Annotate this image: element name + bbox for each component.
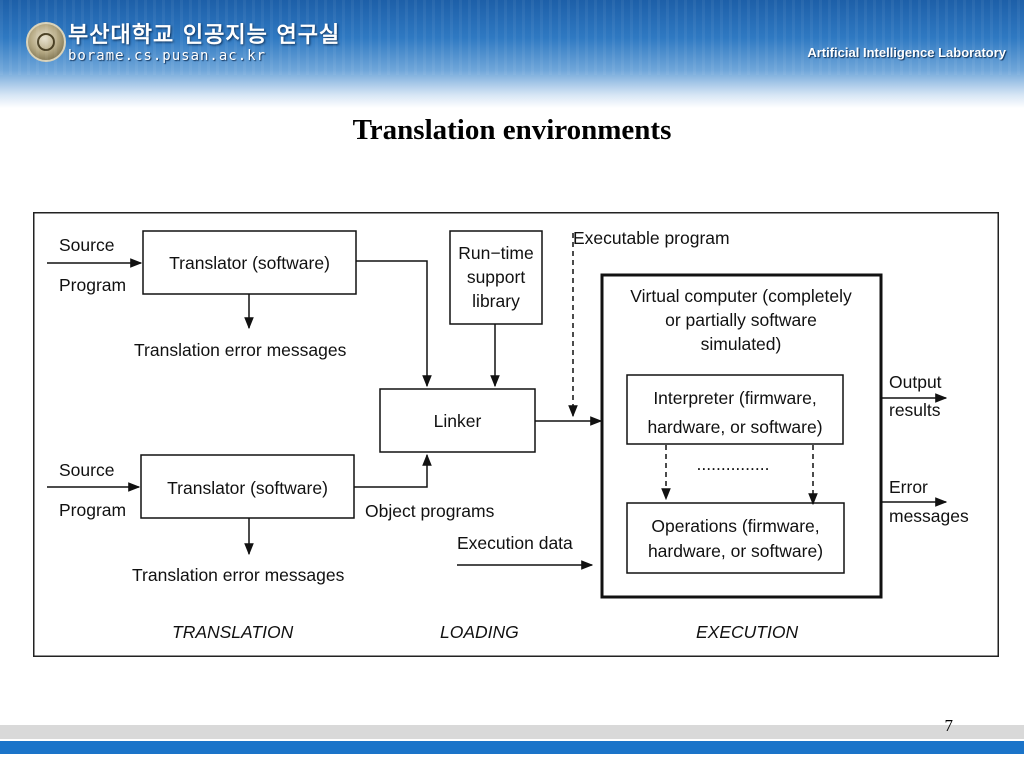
operations-label-1: Operations (firmware, [651,516,819,536]
execution-data-label: Execution data [457,533,573,553]
runtime-label-3: library [472,291,520,311]
ellipsis-label: ............... [697,454,770,474]
footer-gray-bar [0,725,1024,739]
source1-label: Source [59,235,114,255]
errors1-label: Translation error messages [134,340,347,360]
lab-url: borame.cs.pusan.ac.kr [68,48,267,64]
source2-label: Source [59,460,114,480]
diagram-frame [33,212,999,657]
operations-label-2: hardware, or software) [648,541,823,561]
output-label-1: Output [889,372,942,392]
translator2-label: Translator (software) [167,478,328,498]
translator2-to-linker-arrow [354,453,432,488]
slide-header: 부산대학교 인공지능 연구실 borame.cs.pusan.ac.kr Art… [0,0,1024,108]
page-number: 7 [944,716,954,735]
runtime-library-box [449,230,543,325]
executable-program-label: Executable program [573,228,730,248]
runtime-label-2: support [467,267,526,287]
object-programs-label: Object programs [365,501,495,521]
runtime-label-1: Run−time [458,243,533,263]
footer-blue-bar [0,741,1024,754]
virtual-label-1: Virtual computer (completely [630,286,852,306]
source1-label-2: Program [59,275,126,295]
output-label-2: results [889,400,941,420]
interpreter-label-1: Interpreter (firmware, [653,388,816,408]
university-name: 부산대학교 인공지능 연구실 [68,23,341,48]
linker-label: Linker [434,411,482,431]
translation-environment-diagram: Source Program Translator (software) Tra… [33,212,999,657]
translator1-label: Translator (software) [169,253,330,273]
interpreter-box [626,374,844,445]
phase-translation-label: TRANSLATION [172,622,294,642]
phase-loading-label: LOADING [440,622,519,642]
slide-title: Translation environments [352,114,672,146]
virtual-label-3: simulated) [701,334,782,354]
lab-name: Artificial Intelligence Laboratory [807,45,1006,60]
phase-execution-label: EXECUTION [696,622,798,642]
interpreter-label-2: hardware, or software) [647,417,822,437]
university-seal-icon [26,22,66,62]
translator1-to-linker-arrow [356,260,432,388]
error-label-2: messages [889,506,969,526]
source2-label-2: Program [59,500,126,520]
virtual-label-2: or partially software [665,310,817,330]
error-label-1: Error [889,477,928,497]
errors2-label: Translation error messages [132,565,345,585]
operations-box [626,502,845,574]
virtual-computer-box [600,273,883,599]
